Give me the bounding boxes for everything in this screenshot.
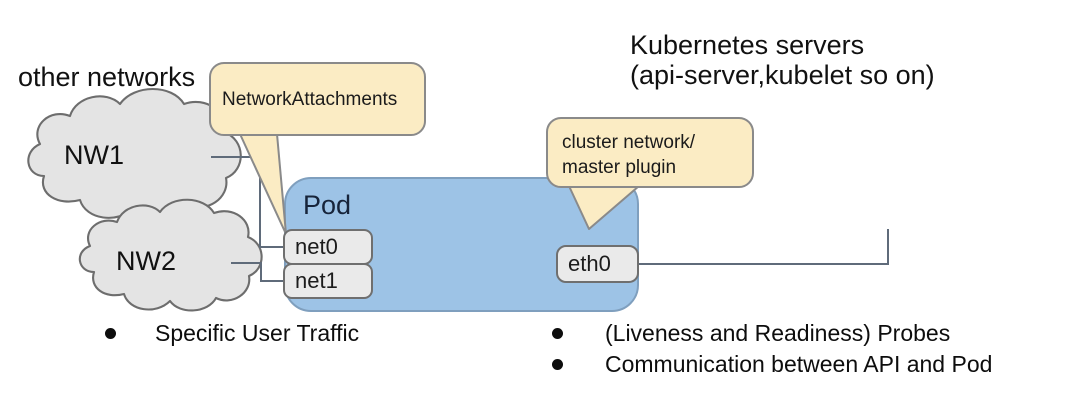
interface-label-eth0: eth0 [568, 251, 611, 276]
page-title-line2: (api-server,kubelet so on) [630, 60, 935, 90]
cloud-nw1 [27, 87, 242, 220]
page-title-line1: Kubernetes servers [630, 30, 865, 60]
connector-eth0-to-servers [636, 229, 889, 265]
bullet-marker [105, 328, 116, 339]
connector-nw2-to-net1 [231, 262, 286, 282]
connector-nw1-to-net0 [211, 156, 286, 248]
callout-network-attachments-shape [209, 62, 426, 235]
pod-label: Pod [303, 190, 352, 220]
cloud-nw2 [78, 198, 263, 312]
callout-cluster-network-line2: master plugin [562, 157, 677, 178]
other-networks-label: other networks [18, 62, 196, 92]
interface-box-eth0 [556, 245, 639, 283]
interface-box-net1 [283, 263, 373, 299]
cloud-nw1-label: NW1 [64, 140, 124, 170]
bullet-marker [552, 328, 563, 339]
interface-label-net1: net1 [295, 268, 338, 293]
callout-cluster-network-line1: cluster network/ [562, 132, 696, 153]
callout-network-attachments-label: NetworkAttachments [222, 89, 398, 110]
bullet-left-item-1: Specific User Traffic [155, 320, 360, 346]
callout-cluster-network-shape [546, 117, 754, 230]
bullet-marker [552, 359, 563, 370]
cloud-nw2-label: NW2 [116, 246, 176, 276]
bullet-right-item-2: Communication between API and Pod [605, 351, 993, 377]
bullet-right-item-1: (Liveness and Readiness) Probes [605, 320, 951, 346]
interface-label-net0: net0 [295, 234, 338, 259]
